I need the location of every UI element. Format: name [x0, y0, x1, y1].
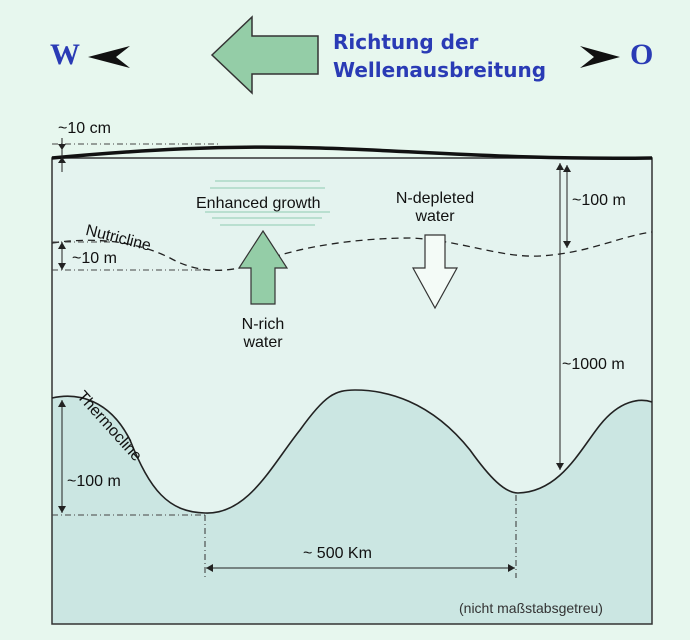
east-label: O	[630, 38, 654, 71]
scale-note: (nicht maßstabsgetreu)	[459, 600, 603, 616]
nutricline-arrowhead-down	[58, 263, 66, 270]
n-rich-up-arrow	[237, 229, 289, 305]
nutricline-arrowhead-up	[58, 242, 66, 249]
growth-streaks	[205, 180, 330, 226]
n-rich-line2: water	[243, 334, 283, 351]
n-rich-label: N-rich water	[228, 316, 298, 352]
nutricline-line	[51, 231, 653, 271]
depth-1000-label: ~1000 m	[562, 356, 625, 373]
direction-title-line1: Richtung der	[333, 30, 479, 54]
n-rich-line1: N-rich	[241, 316, 285, 333]
thermocline-arrowhead-down	[58, 506, 66, 513]
wavelength-label: ~ 500 Km	[303, 545, 372, 562]
sea-surface-line	[51, 145, 653, 161]
surface-arrowhead-up	[58, 157, 66, 163]
depth-1000-arrowhead-up	[556, 163, 564, 170]
surface-amplitude-label: ~10 cm	[58, 120, 111, 137]
nutricline-amplitude-label: ~10 m	[72, 250, 117, 267]
n-depleted-line2: water	[415, 208, 455, 225]
depth-100-label: ~100 m	[572, 192, 626, 209]
wavelength-arrowhead-right	[508, 564, 515, 572]
depth-100-arrowhead-down	[563, 241, 571, 248]
thermocline-line	[51, 389, 653, 514]
n-depleted-down-arrow	[411, 234, 459, 310]
direction-title-line2: Wellenausbreitung	[333, 58, 547, 82]
enhanced-growth-label: Enhanced growth	[196, 195, 321, 212]
surface-arrowhead-down	[58, 144, 66, 150]
depth-100-arrowhead-up	[563, 165, 571, 172]
propagation-direction-arrow	[210, 15, 319, 95]
thermocline-amplitude-label: ~100 m	[67, 473, 121, 490]
propagation-direction-title: Richtung der Wellenausbreitung	[333, 28, 546, 84]
n-depleted-line1: N-depleted	[395, 190, 475, 207]
lower-water-layer	[52, 390, 652, 624]
n-depleted-label: N-depleted water	[382, 190, 488, 226]
east-arrowhead-icon	[580, 46, 620, 68]
west-label: W	[50, 38, 80, 71]
diagram-frame	[51, 157, 653, 625]
west-arrowhead-icon	[88, 46, 130, 68]
depth-1000-arrowhead-down	[556, 463, 564, 470]
thermocline-arrowhead-up	[58, 400, 66, 407]
wavelength-arrowhead-left	[206, 564, 213, 572]
